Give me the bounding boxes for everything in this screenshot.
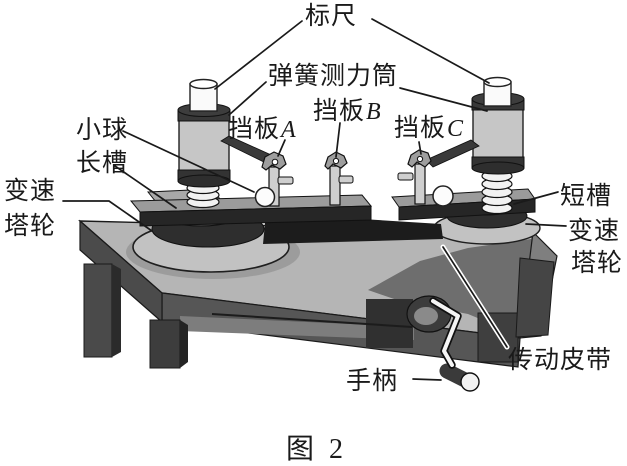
right-ruler-cap bbox=[483, 76, 512, 107]
crank-pulley bbox=[406, 295, 452, 333]
small-ball-right bbox=[432, 185, 454, 207]
label-baffle-b: 挡板B bbox=[313, 97, 381, 125]
leader-drive-belt bbox=[442, 246, 508, 348]
leader-baffle-a bbox=[277, 139, 286, 157]
right-arm-rod bbox=[425, 139, 480, 168]
label-small-ball: 小球 bbox=[76, 116, 128, 144]
label-baffle-c: 挡板C bbox=[394, 114, 464, 142]
table-leg-left-back bbox=[83, 263, 121, 358]
label-left-tower-line2: 塔轮 bbox=[4, 212, 56, 240]
baffle-c-post bbox=[397, 149, 432, 205]
leader-ruler-left bbox=[214, 20, 303, 90]
long-slot-front bbox=[139, 205, 372, 227]
right-spring bbox=[481, 169, 513, 215]
crank-rod bbox=[431, 299, 460, 367]
long-slot-plate bbox=[129, 188, 373, 227]
table-leg-right-inner bbox=[366, 299, 413, 348]
leader-long-slot bbox=[114, 165, 177, 209]
label-short-slot: 短槽 bbox=[560, 182, 612, 210]
text-labels: 标尺 弹簧测力筒 挡板A 挡板B 挡板C 小球 长槽 变速 塔轮 短槽 变速 塔… bbox=[4, 2, 623, 465]
crank-handle bbox=[429, 297, 480, 392]
leader-short-slot bbox=[513, 191, 559, 205]
leader-baffle-c bbox=[418, 141, 422, 155]
leader-spring-cyl-left bbox=[228, 81, 267, 116]
table-shadow-right bbox=[368, 239, 552, 336]
left-cylinder-body bbox=[178, 114, 230, 176]
crank-handle-cap bbox=[460, 372, 480, 392]
leader-right-tower bbox=[525, 223, 567, 227]
label-handle: 手柄 bbox=[346, 367, 398, 395]
leader-ball bbox=[122, 130, 255, 193]
left-ruler-cap bbox=[189, 78, 218, 112]
label-baffle-a: 挡板A bbox=[228, 115, 296, 143]
leader-lines bbox=[62, 18, 567, 381]
label-left-tower-line1: 变速 bbox=[4, 177, 56, 205]
baffle-b-post bbox=[324, 151, 354, 206]
leader-handle bbox=[412, 378, 442, 381]
baffle-a-post bbox=[261, 151, 294, 207]
leader-ruler-right bbox=[371, 18, 490, 84]
label-long-slot: 长槽 bbox=[76, 149, 128, 177]
small-ball-left bbox=[254, 186, 276, 208]
table-leg-left-front bbox=[149, 319, 188, 369]
table-leg-right-end bbox=[515, 257, 555, 338]
label-drive-belt: 传动皮带 bbox=[508, 346, 612, 374]
crank-belt-line bbox=[211, 313, 413, 328]
figure-caption: 图 2 bbox=[286, 434, 347, 465]
label-right-tower-line1: 变速 bbox=[568, 217, 620, 245]
label-right-tower-line2: 塔轮 bbox=[571, 249, 623, 277]
leader-left-tower bbox=[62, 200, 153, 232]
label-ruler: 标尺 bbox=[305, 2, 357, 30]
right-measuring-cylinder bbox=[471, 76, 525, 175]
table-rail bbox=[180, 316, 414, 340]
label-spring-cylinder: 弹簧测力筒 bbox=[268, 62, 398, 90]
left-measuring-cylinder bbox=[177, 78, 231, 188]
leader-baffle-b bbox=[335, 122, 341, 158]
right-cylinder-body bbox=[472, 104, 524, 164]
leader-spring-cyl-right bbox=[399, 87, 488, 112]
